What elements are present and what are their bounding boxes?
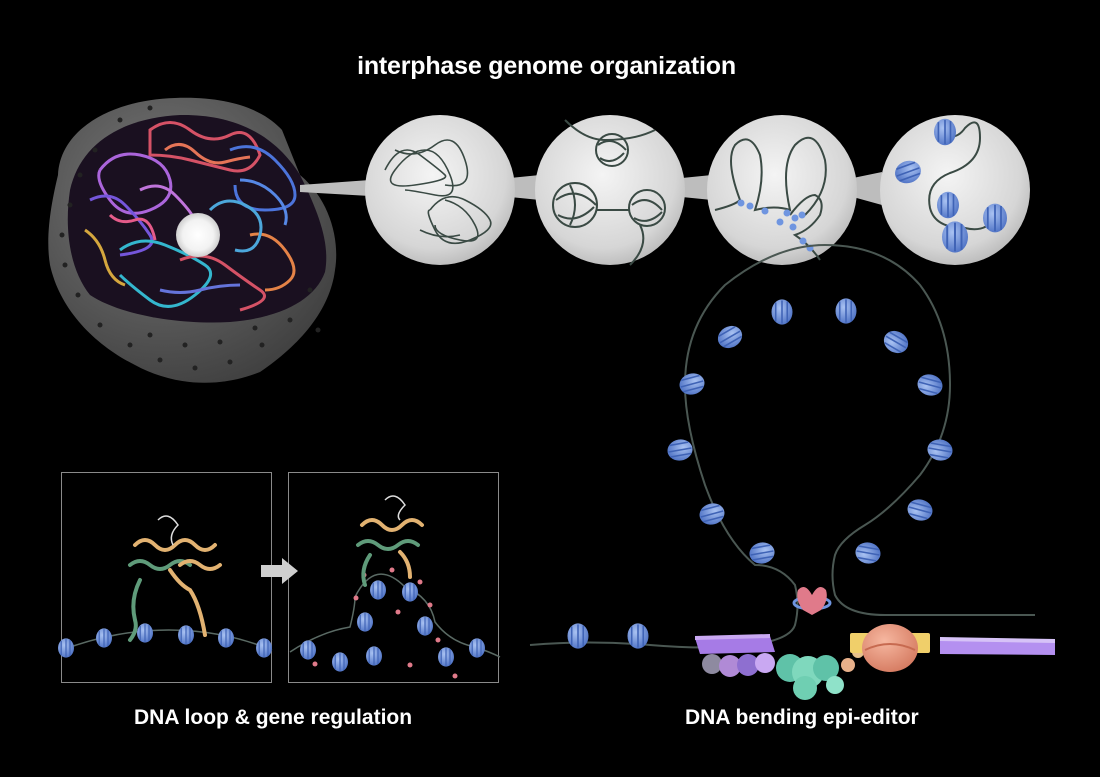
epi-editor-illustration — [529, 243, 1055, 700]
caption-dna-loop: DNA loop & gene regulation — [134, 706, 413, 729]
zoom-connector — [300, 172, 882, 205]
nucleolus — [176, 213, 220, 257]
zoom-circle-2 — [535, 115, 685, 266]
figure-title: interphase genome organization — [357, 52, 736, 80]
zoom-circle-3 — [707, 115, 857, 265]
nucleus-illustration — [48, 97, 337, 383]
panel-loop-after — [288, 472, 499, 683]
nuclear-pores — [59, 105, 321, 371]
zoom-circle-1 — [365, 115, 515, 265]
chromatin-territories — [84, 121, 297, 312]
caption-epi-editor: DNA bending epi-editor — [685, 706, 919, 729]
panel-after-content — [289, 495, 501, 679]
panel-before-content — [57, 515, 273, 659]
transition-arrow — [261, 558, 298, 584]
zoom-circle-4 — [880, 115, 1030, 265]
panel-loop-before — [61, 472, 272, 683]
